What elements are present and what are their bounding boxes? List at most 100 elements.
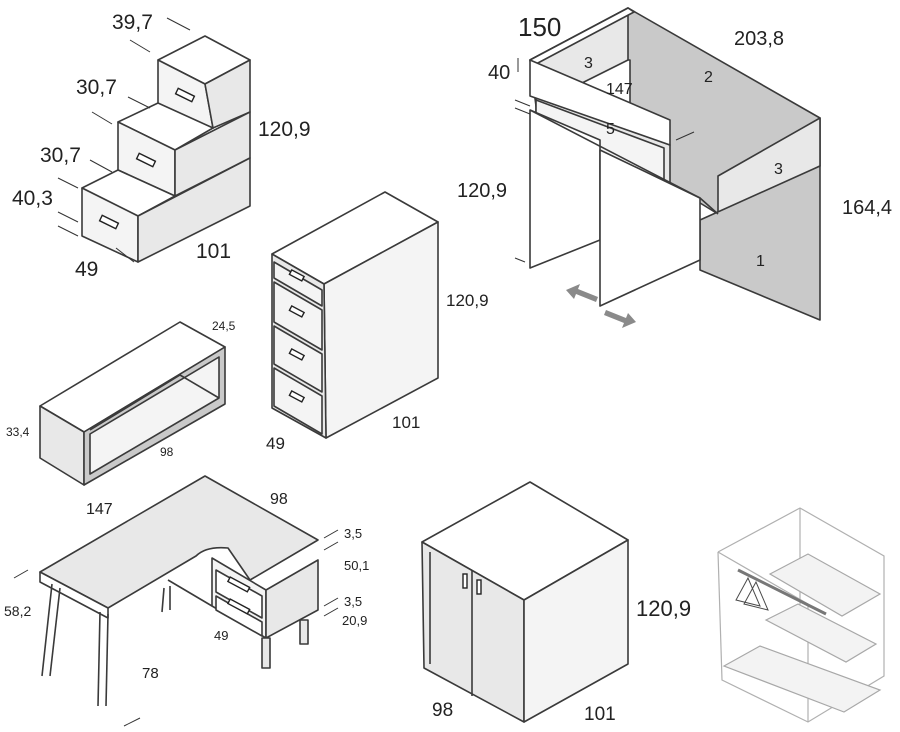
door-handle xyxy=(476,579,482,595)
loft-bed-part-label: 1 xyxy=(756,253,765,270)
loft-bed-inner-length-label: 147 xyxy=(606,81,633,98)
stair-unit-drawing: 39,7 30,7 30,7 40,3 120,9 49 101 xyxy=(12,11,311,281)
dimension-line xyxy=(323,541,339,551)
dimension-line xyxy=(514,107,531,115)
open-shelf-drawing: 24,5 33,4 98 xyxy=(6,319,236,486)
desk-top xyxy=(39,475,319,609)
desk-foot xyxy=(299,619,309,645)
dimension-line xyxy=(675,131,695,141)
drawer-handle xyxy=(288,348,306,361)
drawer-unit-height-label: 120,9 xyxy=(446,291,489,310)
drawer-handle xyxy=(226,598,251,615)
drawer-column-drawing: 120,9 49 101 xyxy=(266,191,489,453)
dimension-line xyxy=(57,211,79,223)
dimension-line xyxy=(115,247,135,263)
dimension-line xyxy=(514,257,526,263)
drawer-unit-depth-label: 49 xyxy=(266,434,285,453)
wardrobe-interior-drawing xyxy=(717,507,885,723)
dimension-line xyxy=(89,159,113,173)
wardrobe-height-label: 120,9 xyxy=(636,596,691,621)
wardrobe-width-label: 101 xyxy=(584,704,616,725)
drawer-handle xyxy=(288,305,306,318)
drawer-front xyxy=(273,261,323,307)
shelf-inner-edge xyxy=(179,374,220,399)
drawer-unit-width-label: 101 xyxy=(392,413,420,432)
dimension-line xyxy=(129,39,151,53)
drawer-handle xyxy=(135,152,157,168)
drawer-handle xyxy=(226,576,251,593)
corner-desk-drawing: 147 98 3,5 50,1 3,5 20,9 58,2 49 78 xyxy=(4,475,369,727)
desk-cabinet-side xyxy=(265,559,319,639)
stair-top-step-label: 39,7 xyxy=(112,11,153,34)
wardrobe-interior-edge xyxy=(717,551,809,605)
desk-lower-thickness-label: 3,5 xyxy=(344,594,362,609)
stair-step-low-side xyxy=(137,157,251,263)
desk-cabinet-depth-label: 49 xyxy=(214,628,228,643)
loft-bed-total-height-label: 164,4 xyxy=(842,197,892,219)
desk-leg xyxy=(161,587,165,613)
dimension-line xyxy=(514,99,531,107)
loft-bed-front-rail-top xyxy=(529,59,671,146)
stair-height-label: 120,9 xyxy=(258,118,311,141)
loft-bed-rail-height-label: 40 xyxy=(488,62,510,84)
loft-bed-part-label: 5 xyxy=(606,121,615,138)
dimension-line xyxy=(57,225,79,237)
drawer-handle xyxy=(288,390,306,403)
hanger-icon xyxy=(735,576,761,607)
stair-width-label: 101 xyxy=(196,240,231,263)
loft-bed-part-label: 3 xyxy=(774,161,783,178)
loft-bed-height-label: 120,9 xyxy=(457,180,507,202)
dimension-line xyxy=(57,177,79,189)
desk-leg xyxy=(49,587,61,677)
wardrobe-depth-label: 98 xyxy=(432,700,453,721)
desk-leg xyxy=(105,613,109,707)
desk-foot xyxy=(261,637,271,669)
loft-bed-top-height-label: 150 xyxy=(518,12,561,42)
hanging-rail xyxy=(737,568,827,616)
desk-height-label: 78 xyxy=(142,665,159,682)
loft-bed-underside-edge xyxy=(699,197,719,215)
dimension-line xyxy=(323,529,339,539)
dimension-line xyxy=(123,717,141,727)
drawer-handle xyxy=(174,87,196,103)
pull-out-arrow-icon xyxy=(604,310,636,328)
desk-depth-label: 58,2 xyxy=(4,603,31,619)
desk-top-thickness-label: 3,5 xyxy=(344,526,362,541)
dimension-line xyxy=(91,111,113,125)
dimension-line xyxy=(13,569,29,579)
loft-bed-front-leg xyxy=(599,149,701,307)
desk-modesty-edge xyxy=(167,579,213,607)
shelf-height-label: 33,4 xyxy=(6,425,30,439)
loft-bed-underside-edge xyxy=(529,109,701,199)
dimension-line xyxy=(127,96,151,109)
desk-leg xyxy=(41,583,53,677)
stair-depth-label: 49 xyxy=(75,258,98,281)
wardrobe-shelf xyxy=(764,603,878,663)
shelf-inner-edge xyxy=(89,374,181,431)
pull-out-arrow-icon xyxy=(566,284,598,302)
shelf-depth-label: 24,5 xyxy=(212,319,236,333)
stair-base-step-label: 40,3 xyxy=(12,187,53,210)
drawer-handle xyxy=(288,269,306,282)
door-handle xyxy=(462,573,468,589)
wardrobe-drawing: 120,9 98 101 xyxy=(421,481,691,725)
wardrobe-shelf xyxy=(768,553,882,617)
desk-foot-height-label: 20,9 xyxy=(342,613,367,628)
drawer-front xyxy=(273,281,323,351)
drawer-front xyxy=(273,367,323,435)
dimension-line xyxy=(166,17,191,31)
stair-low-step-label: 30,7 xyxy=(40,144,81,167)
loft-bed-part-label: 3 xyxy=(584,55,593,72)
desk-cabinet-height-label: 50,1 xyxy=(344,558,369,573)
dimension-line xyxy=(323,597,339,607)
desk-leg xyxy=(97,611,101,707)
loft-bed-part-label: 2 xyxy=(704,69,713,86)
loft-bed-drawing: 150 40 203,8 147 120,9 164,4 1 2 3 3 5 xyxy=(457,7,892,328)
wardrobe-floor xyxy=(722,645,882,713)
desk-return-length-label: 98 xyxy=(270,491,288,508)
drawer-handle xyxy=(98,214,120,230)
loft-bed-length-label: 203,8 xyxy=(734,28,784,50)
shelf-width-label: 98 xyxy=(160,445,174,459)
stair-mid-step-label: 30,7 xyxy=(76,76,117,99)
